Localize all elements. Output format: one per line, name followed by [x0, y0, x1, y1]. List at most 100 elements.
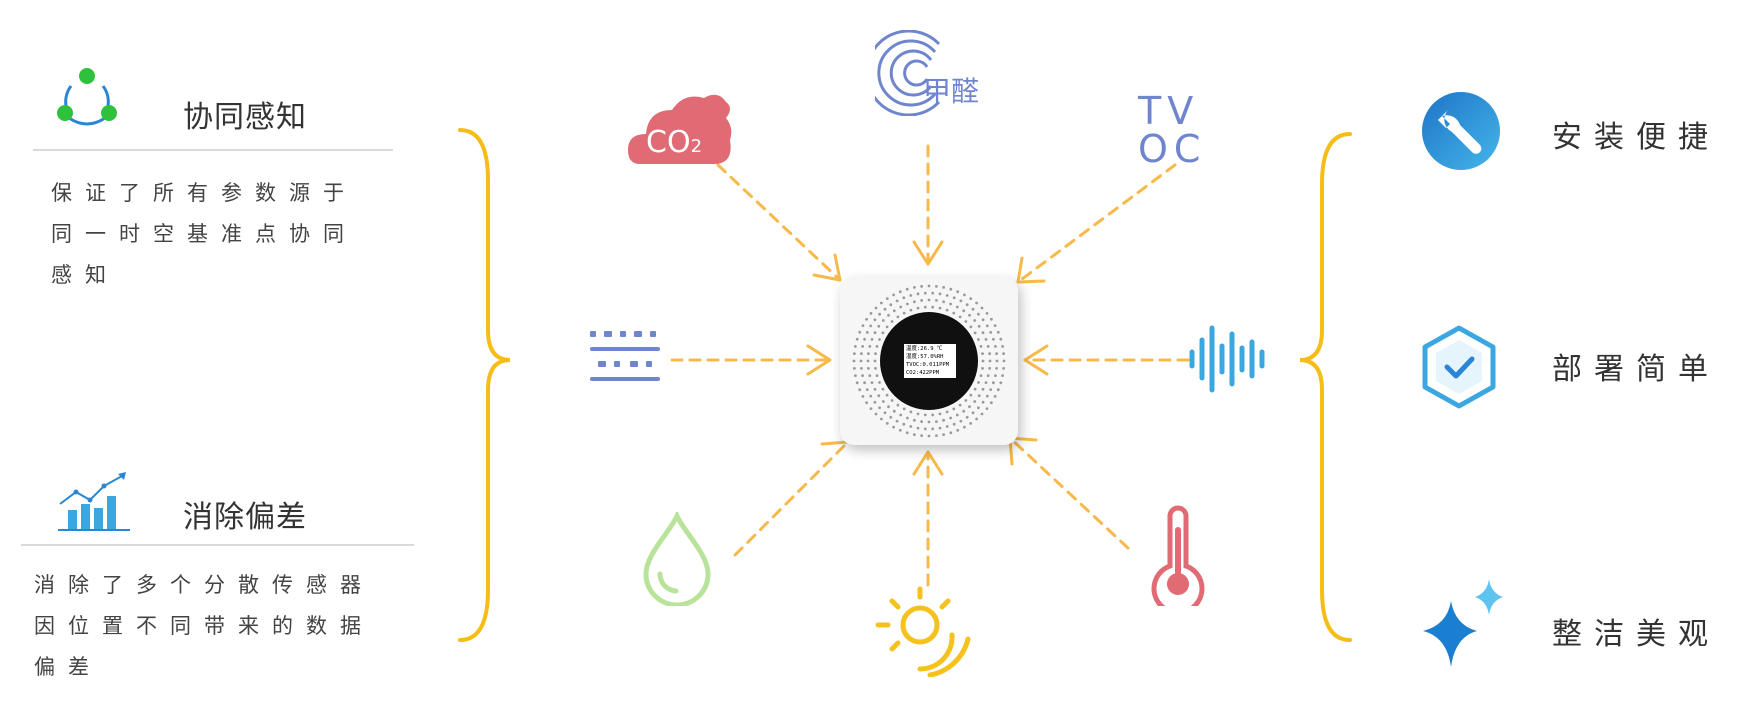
- speaker-hole: [867, 367, 870, 370]
- speaker-hole: [988, 352, 991, 355]
- speaker-hole: [923, 305, 927, 309]
- speaker-hole: [927, 420, 931, 424]
- body-line: 保证了所有参数源于: [51, 181, 357, 205]
- tvoc-sensor: TV OC: [1138, 92, 1218, 172]
- speaker-hole: [935, 434, 938, 437]
- speaker-hole: [927, 298, 931, 302]
- speaker-hole: [975, 417, 978, 421]
- speaker-hole: [969, 297, 973, 300]
- speaker-hole: [881, 400, 885, 403]
- speaker-hole: [853, 352, 856, 355]
- speaker-hole: [969, 422, 973, 425]
- speaker-hole: [981, 387, 985, 391]
- co2-sensor: CO2: [626, 88, 734, 168]
- speaker-hole: [993, 324, 997, 327]
- speaker-hole: [992, 337, 995, 341]
- speaker-hole: [920, 434, 923, 437]
- speaker-hole: [979, 374, 983, 377]
- speaker-hole: [942, 300, 945, 304]
- speaker-hole: [909, 425, 913, 428]
- speaker-hole: [959, 419, 963, 423]
- speaker-hole: [992, 381, 995, 385]
- speaker-hole: [1001, 345, 1004, 348]
- speaker-hole: [986, 374, 990, 377]
- speaker-hole: [971, 307, 975, 311]
- speaker-hole: [916, 292, 920, 296]
- speaker-hole: [902, 407, 906, 411]
- speaker-hole: [949, 302, 952, 306]
- feature-label: 安装便捷: [1552, 120, 1720, 155]
- speaker-hole: [885, 393, 889, 397]
- speaker-hole: [874, 306, 878, 310]
- wrench-icon: [1422, 92, 1500, 170]
- device-screen: 温度:26.9 ℃ 湿度:57.0%RH TVOC:0.011PPM CO2:4…: [880, 312, 978, 410]
- speaker-hole: [861, 324, 865, 327]
- screen-line: TVOC:0.011PPM: [906, 362, 950, 368]
- speaker-hole: [875, 345, 879, 348]
- speaker-hole: [909, 308, 913, 312]
- speaker-hole: [869, 324, 873, 328]
- speaker-hole: [964, 320, 968, 323]
- divider: [33, 149, 393, 151]
- speaker-hole: [1002, 367, 1005, 370]
- speaker-hole: [920, 420, 923, 423]
- speaker-hole: [973, 400, 977, 403]
- speaker-hole: [906, 416, 909, 420]
- speaker-hole: [869, 407, 873, 410]
- speaker-hole: [869, 394, 873, 398]
- speaker-hole: [1002, 352, 1005, 355]
- speaker-hole: [989, 331, 993, 334]
- speaker-hole: [977, 394, 981, 398]
- speaker-hole: [902, 296, 906, 300]
- speaker-hole: [878, 338, 881, 341]
- speaker-hole: [909, 294, 913, 297]
- sound-wave-icon: [1189, 325, 1265, 393]
- speaker-hole: [945, 308, 949, 312]
- speaker-hole: [863, 381, 866, 385]
- speaker-hole: [881, 319, 885, 322]
- speaker-hole: [852, 359, 856, 363]
- speaker-hole: [981, 359, 985, 363]
- speaker-hole: [865, 317, 868, 321]
- speaker-hole: [890, 399, 894, 402]
- speaker-hole: [896, 403, 900, 407]
- speaker-hole: [994, 374, 997, 377]
- speaker-hole: [949, 287, 953, 291]
- body-line: 消除了多个分散传感器: [34, 573, 374, 597]
- speaker-hole: [861, 395, 865, 398]
- speaker-hole: [968, 313, 971, 317]
- tvoc-line-1: TV: [1138, 89, 1200, 133]
- speaker-hole: [949, 431, 953, 435]
- feature-label: 整洁美观: [1552, 617, 1720, 652]
- speaker-hole: [945, 294, 949, 297]
- hexagon-check-icon: [1422, 325, 1496, 409]
- body-line: 偏差: [34, 655, 102, 679]
- speaker-hole: [870, 381, 874, 384]
- speaker-hole: [962, 309, 966, 313]
- speaker-hole: [985, 394, 989, 398]
- section-eliminate-deviation: 消除偏差 消除了多个分散传感器 因位置不同带来的数据 偏差: [0, 440, 420, 702]
- speaker-hole: [996, 388, 1000, 392]
- speaker-hole: [866, 359, 870, 363]
- speaker-hole: [977, 381, 980, 384]
- speaker-hole: [906, 302, 909, 306]
- speaker-hole: [868, 345, 872, 348]
- speaker-hole: [898, 290, 902, 294]
- speaker-hole: [887, 313, 890, 317]
- speaker-hole: [896, 315, 900, 319]
- speaker-hole: [861, 345, 864, 348]
- speaker-hole: [923, 427, 927, 431]
- speaker-hole: [920, 285, 923, 288]
- speaker-hole: [889, 415, 893, 419]
- speaker-hole: [984, 381, 988, 384]
- speaker-hole: [874, 352, 877, 355]
- speaker-hole: [923, 291, 927, 295]
- speaker-hole: [861, 374, 864, 377]
- speaker-hole: [1002, 359, 1006, 363]
- formaldehyde-label: 甲醛: [923, 75, 980, 108]
- speaker-hole: [868, 374, 872, 377]
- speaker-hole: [873, 359, 877, 363]
- speaker-hole: [989, 388, 993, 391]
- speaker-hole: [865, 331, 869, 334]
